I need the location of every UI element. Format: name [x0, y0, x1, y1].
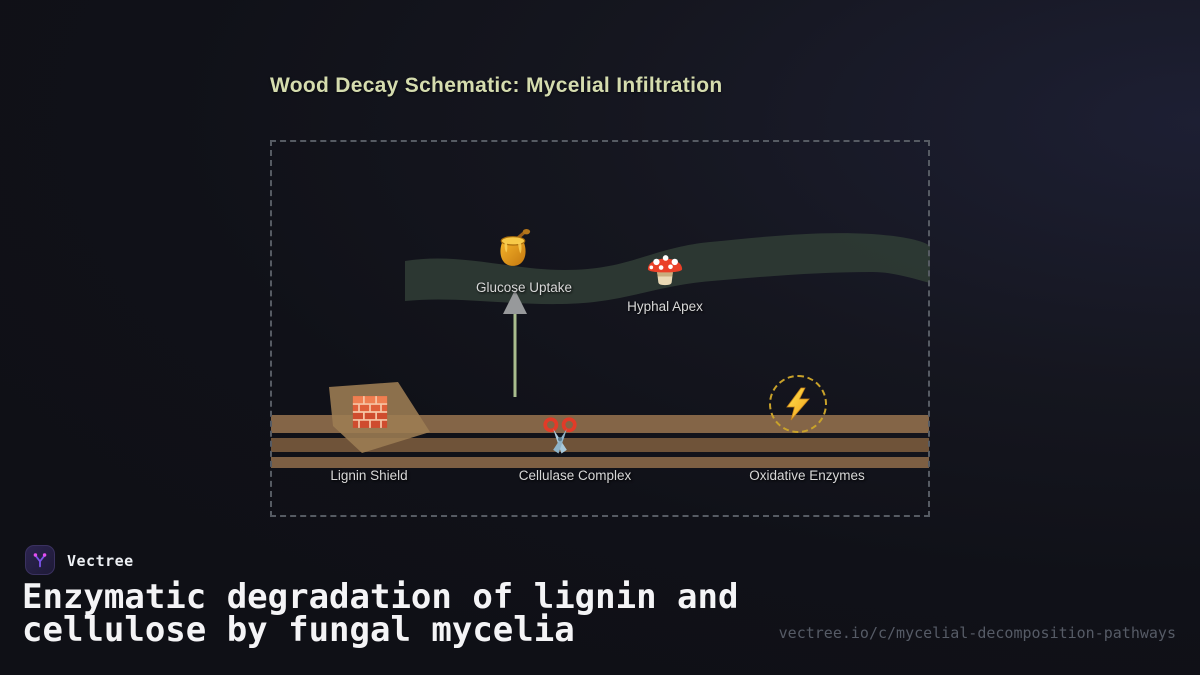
node-label-hyphal-apex: Hyphal Apex [627, 299, 703, 314]
enzyme-ring [769, 375, 827, 433]
node-label-glucose-uptake: Glucose Uptake [475, 280, 573, 295]
vectree-logo [25, 545, 55, 575]
brick-wall-icon [352, 396, 388, 428]
honey-pot-icon [500, 228, 531, 266]
scissors-icon [543, 417, 577, 454]
brand-name: Vectree [67, 552, 134, 570]
poster-url: vectree.io/c/mycelial-decomposition-path… [778, 624, 1176, 642]
diagram-title: Wood Decay Schematic: Mycelial Infiltrat… [270, 74, 723, 97]
node-lignin-shield [348, 390, 392, 434]
node-glucose-uptake [491, 228, 535, 272]
node-cellulase-complex [538, 415, 582, 459]
wood-stratum-3 [271, 457, 929, 468]
wood-stratum-1 [271, 415, 929, 433]
lightning-bolt-icon [786, 387, 810, 421]
node-label-oxidative-enzymes: Oxidative Enzymes [749, 468, 865, 483]
arrow-head [503, 290, 527, 314]
node-hyphal-apex [643, 246, 687, 290]
mushroom-icon [647, 255, 683, 286]
node-label-lignin-shield: Lignin Shield [330, 468, 408, 483]
poster-headline: Enzymatic degradation of lignin and cell… [22, 577, 739, 650]
branching-tree-icon [33, 553, 47, 568]
wood-stratum-2 [271, 438, 929, 452]
node-label-cellulase-complex: Cellulase Complex [518, 468, 632, 483]
